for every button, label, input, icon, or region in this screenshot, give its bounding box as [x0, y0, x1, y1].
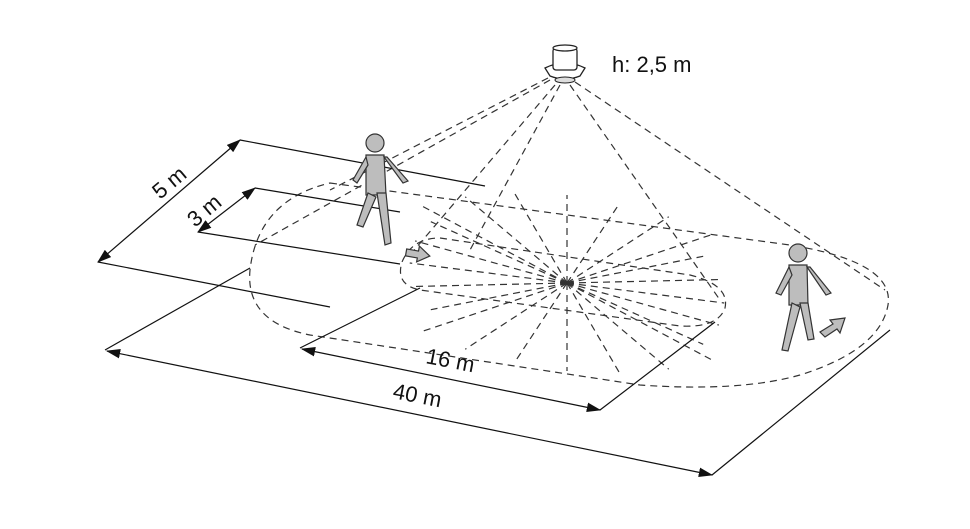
radial-line	[566, 216, 670, 284]
dimension-40m-label: 40 m	[391, 378, 444, 412]
walking-person-icon	[352, 133, 410, 246]
movement-arrow-icon	[819, 317, 846, 338]
radial-line	[464, 282, 568, 350]
radial-line	[422, 206, 568, 284]
radial-line	[513, 282, 568, 364]
radial-line	[566, 282, 704, 345]
outer-detection-zone	[249, 182, 889, 388]
radial-line	[566, 202, 621, 284]
radial-line	[566, 234, 712, 284]
radial-line	[414, 240, 568, 284]
radial-line	[422, 282, 568, 332]
radial-line	[566, 282, 720, 326]
radial-detection-lines	[409, 192, 725, 374]
radial-line	[409, 262, 568, 284]
radial-line	[566, 282, 712, 360]
radial-line	[513, 192, 568, 284]
inner-detection-zone	[399, 237, 727, 327]
dimension-16m-label: 16 m	[424, 343, 477, 377]
radial-line	[566, 278, 719, 284]
walking-person-icon	[775, 243, 832, 352]
sensor-height-label: h: 2,5 m	[612, 52, 691, 77]
ceiling-sensor-icon	[544, 44, 586, 84]
radial-line	[566, 282, 725, 304]
radial-line	[430, 221, 568, 284]
radial-line	[566, 282, 670, 370]
radial-line	[415, 282, 568, 288]
dimension-3m-label: 3 m	[182, 189, 226, 232]
movement-arrow-icon	[404, 244, 431, 263]
dimension-5m-label: 5 m	[147, 161, 191, 204]
radial-line	[464, 196, 568, 284]
